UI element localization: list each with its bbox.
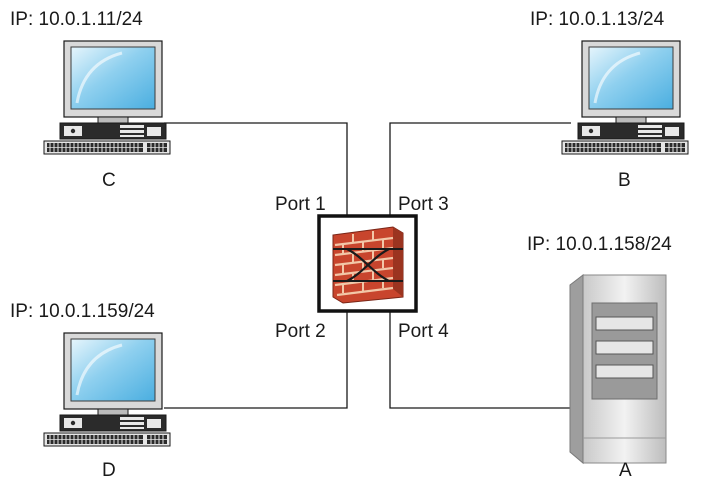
computer-c-icon	[42, 39, 172, 156]
connection-lines	[164, 122, 583, 409]
host-a-name-label: A	[619, 460, 632, 481]
host-c-name-label: C	[102, 170, 116, 191]
host-a-ip-label: IP: 10.0.1.158/24	[527, 234, 672, 255]
port-4-label: Port 4	[398, 321, 449, 342]
host-b-ip-label: IP: 10.0.1.13/24	[530, 9, 665, 30]
port-2-label: Port 2	[275, 321, 326, 342]
port-3-label: Port 3	[398, 194, 449, 215]
host-c-ip-label: IP: 10.0.1.11/24	[10, 9, 143, 30]
link-d-port2	[164, 311, 348, 409]
host-b-name-label: B	[618, 170, 631, 191]
server-a-icon	[569, 273, 667, 465]
computer-b-icon	[560, 39, 690, 156]
link-c-port1	[164, 122, 348, 216]
host-d-ip-label: IP: 10.0.1.159/24	[10, 301, 155, 322]
link-b-port3	[389, 122, 571, 216]
link-a-port4	[389, 311, 583, 409]
host-d-name-label: D	[102, 460, 116, 481]
computer-d-icon	[42, 331, 172, 448]
firewall-icon	[317, 214, 418, 313]
port-1-label: Port 1	[275, 194, 326, 215]
